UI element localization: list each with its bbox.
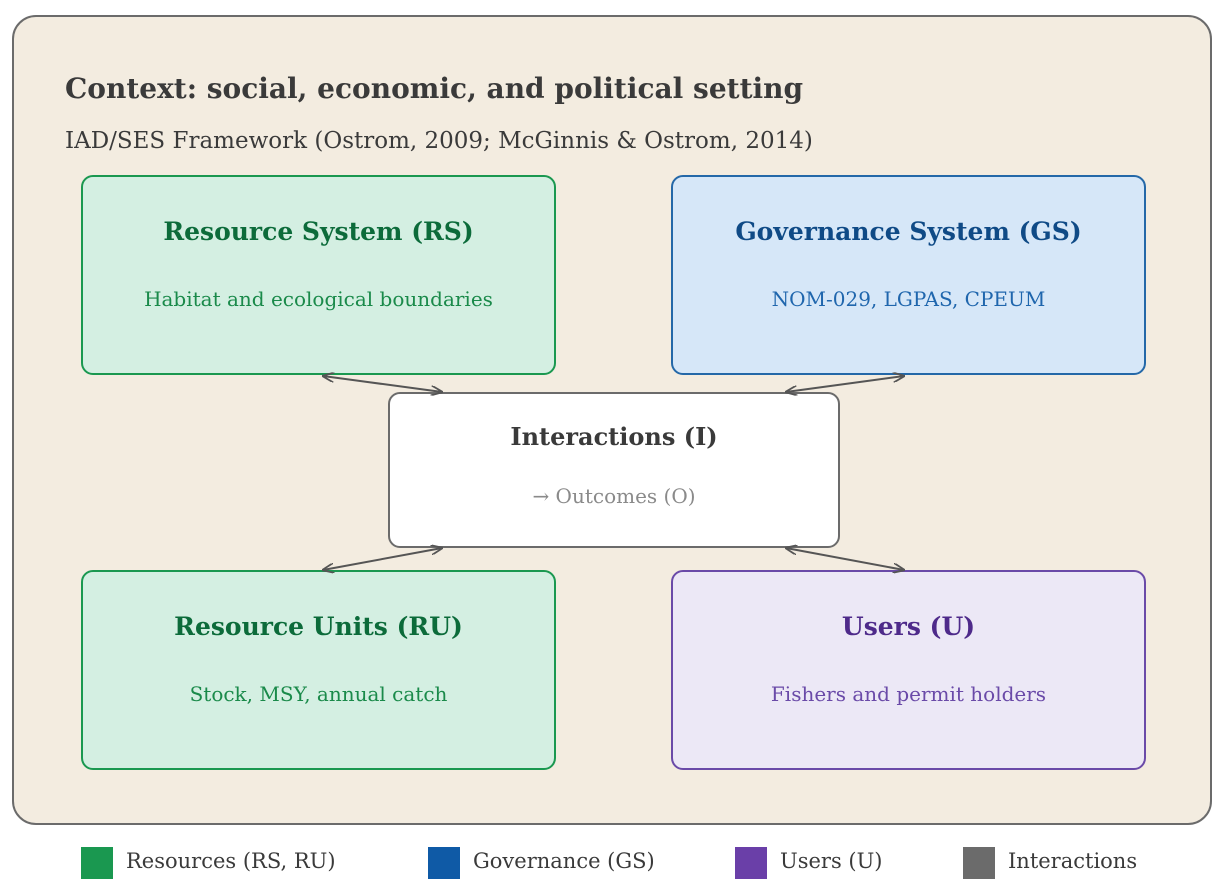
legend-swatch-users <box>735 847 767 879</box>
resource-units-title: Resource Units (RU) <box>174 612 463 641</box>
context-title: Context: social, economic, and political… <box>65 72 804 105</box>
legend-label-interactions: Interactions <box>1008 849 1138 873</box>
legend-swatch-governance <box>428 847 460 879</box>
interactions-box: Interactions (I) → Outcomes (O) <box>388 392 840 548</box>
resource-units-description: Stock, MSY, annual catch <box>189 682 448 706</box>
legend-label-governance: Governance (GS) <box>473 849 655 873</box>
legend-label-users: Users (U) <box>780 849 883 873</box>
context-subtitle: IAD/SES Framework (Ostrom, 2009; McGinni… <box>65 128 813 154</box>
resource-units-box: Resource Units (RU) Stock, MSY, annual c… <box>81 570 556 770</box>
legend-label-resources: Resources (RS, RU) <box>126 849 336 873</box>
governance-system-description: NOM-029, LGPAS, CPEUM <box>771 287 1046 311</box>
governance-system-title: Governance System (GS) <box>735 217 1082 246</box>
governance-system-box: Governance System (GS) NOM-029, LGPAS, C… <box>671 175 1146 375</box>
users-box: Users (U) Fishers and permit holders <box>671 570 1146 770</box>
resource-system-title: Resource System (RS) <box>163 217 474 246</box>
resource-system-description: Habitat and ecological boundaries <box>144 287 493 311</box>
legend-swatch-interactions <box>963 847 995 879</box>
users-description: Fishers and permit holders <box>770 682 1047 706</box>
interactions-title: Interactions (I) <box>510 422 718 451</box>
legend-swatch-resources <box>81 847 113 879</box>
interactions-description: → Outcomes (O) <box>532 484 696 508</box>
resource-system-box: Resource System (RS) Habitat and ecologi… <box>81 175 556 375</box>
users-title: Users (U) <box>841 612 976 641</box>
